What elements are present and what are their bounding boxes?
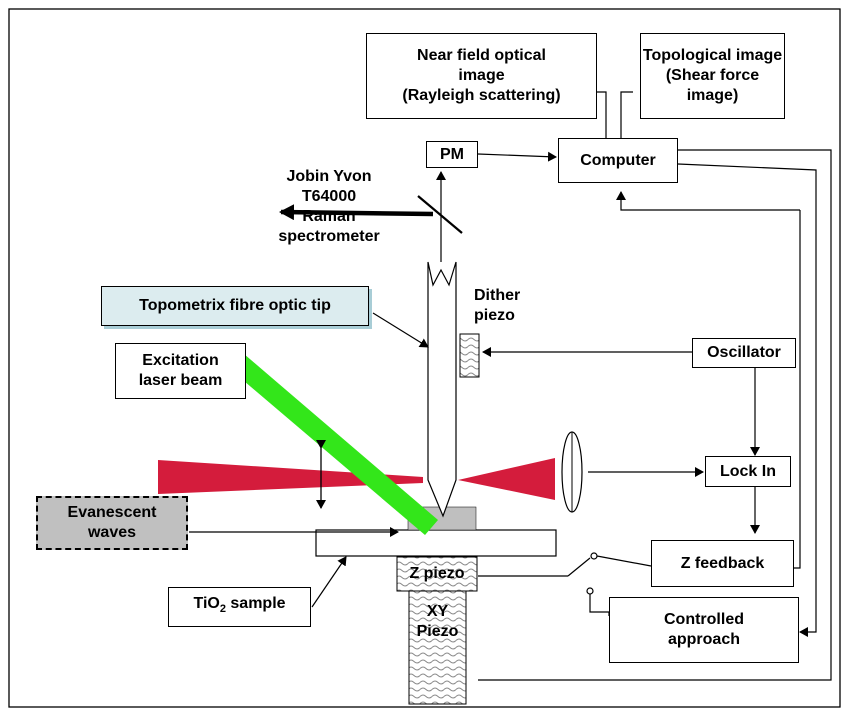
xy-line-1: XY xyxy=(426,603,449,620)
path-computer-to-nearfield xyxy=(596,91,607,139)
path-computer-to-approach xyxy=(677,163,817,637)
sample-platform xyxy=(315,529,557,557)
path-to-raman xyxy=(279,204,434,221)
computer-box: Computer xyxy=(558,138,678,183)
tio2-rest: sample xyxy=(225,595,286,613)
tip-label-box: Topometrix fibre optic tip xyxy=(101,286,369,326)
red-beam-left xyxy=(158,460,423,494)
controlled-line-1: Controlled xyxy=(664,611,744,628)
topological-line-1: Topological image xyxy=(642,47,783,64)
near-field-line-2: image xyxy=(458,67,505,84)
excitation-laser-box: Excitation laser beam xyxy=(115,343,246,399)
pointer-sample xyxy=(311,556,347,608)
red-beam-right xyxy=(458,458,555,500)
raman-line-3: Raman xyxy=(302,208,356,225)
path-to-zfeedback xyxy=(794,210,801,569)
z-feedback-box: Z feedback xyxy=(651,540,794,587)
raman-line-1: Jobin Yvon xyxy=(286,168,372,185)
raman-line-2: T64000 xyxy=(301,188,357,205)
dither-line-2: piezo xyxy=(474,307,515,324)
pm-label: PM xyxy=(440,145,464,163)
near-field-image-box: Near field optical image (Rayleigh scatt… xyxy=(366,33,597,119)
computer-label: Computer xyxy=(580,151,656,169)
tio2-label: TiO2 sample xyxy=(193,594,285,619)
evanescent-line-2: waves xyxy=(87,524,137,541)
path-computer-to-xy xyxy=(478,149,832,681)
topological-line-2: (Shear force xyxy=(665,67,760,84)
raman-line-4: spectrometer xyxy=(278,228,380,245)
raman-spectrometer-label: Jobin Yvon T64000 Raman spectrometer xyxy=(262,167,396,247)
fibre-optic-tip xyxy=(427,261,457,518)
controlled-line-2: approach xyxy=(667,631,740,648)
z-piezo-label: Z piezo xyxy=(409,565,465,582)
dither-piezo-block xyxy=(459,333,480,378)
z-piezo-label-wrap: Z piezo xyxy=(397,564,477,584)
near-field-line-3: (Rayleigh scattering) xyxy=(402,87,561,104)
path-feedback-to-computer xyxy=(616,191,800,211)
topological-image-box: Topological image (Shear force image) xyxy=(640,33,785,119)
evanescent-line-1: Evanescent xyxy=(67,504,157,521)
dither-piezo-label: Dither piezo xyxy=(474,286,544,326)
oscillator-label: Oscillator xyxy=(707,344,781,361)
controlled-approach-box: Controlled approach xyxy=(609,597,799,663)
switch-lever xyxy=(567,557,591,577)
tip-label: Topometrix fibre optic tip xyxy=(139,297,331,314)
tio2-sample-box: TiO2 sample xyxy=(168,587,311,627)
path-pm-to-computer xyxy=(477,151,557,162)
lock-in-label: Lock In xyxy=(719,462,776,480)
pointer-tip xyxy=(372,312,429,348)
frame-border xyxy=(8,8,841,708)
path-computer-to-topological xyxy=(620,91,633,139)
evanescent-waves-box: Evanescent waves xyxy=(36,496,188,550)
oscillator-box: Oscillator xyxy=(692,338,796,368)
xy-line-2: Piezo xyxy=(416,623,459,640)
topological-line-3: image) xyxy=(686,87,739,104)
switch-to-approach xyxy=(589,594,610,616)
xy-piezo-block xyxy=(408,590,467,705)
excitation-laser xyxy=(224,348,438,535)
switch-contact-bottom xyxy=(586,587,594,595)
switch-to-zfeedback xyxy=(596,555,652,567)
dither-line-1: Dither xyxy=(474,287,521,304)
excitation-line-1: Excitation xyxy=(142,352,219,369)
tio2-subscript: 2 xyxy=(219,603,226,616)
tio2-main: TiO xyxy=(193,595,220,613)
near-field-line-1: Near field optical xyxy=(417,47,546,64)
z-feedback-label: Z feedback xyxy=(680,554,765,572)
switch-contact-top xyxy=(590,552,598,560)
xy-piezo-label: XY Piezo xyxy=(409,602,466,642)
lock-in-box: Lock In xyxy=(705,456,791,487)
pm-box: PM xyxy=(426,141,478,168)
beam-splitter xyxy=(417,195,463,234)
excitation-line-2: laser beam xyxy=(138,372,223,389)
